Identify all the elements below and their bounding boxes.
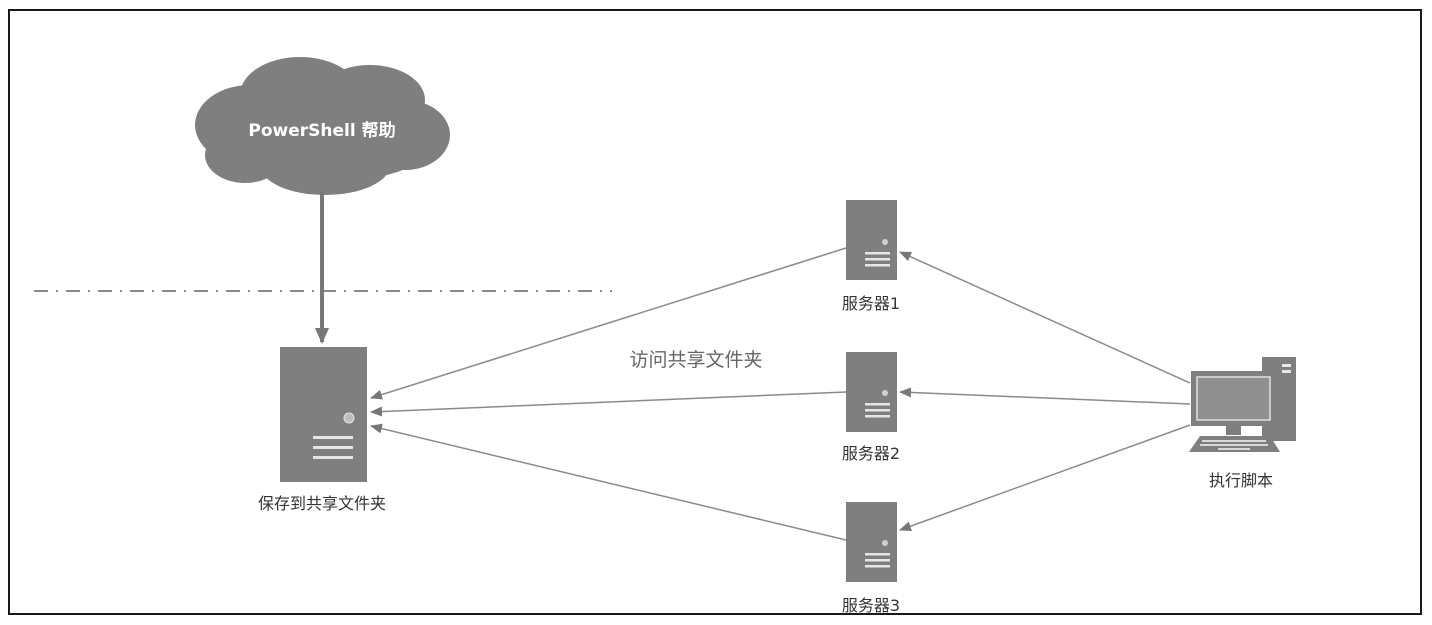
server-2-label: 服务器2 (841, 444, 901, 463)
server-2-icon (846, 352, 897, 432)
edge-label-access-share: 访问共享文件夹 (629, 349, 763, 371)
desktop-computer-icon (1189, 357, 1296, 452)
edge-server1-to-share (370, 247, 847, 400)
edge-workstation-to-server1 (899, 251, 1191, 384)
cloud-label: PowerShell 帮助 (248, 121, 396, 141)
share-server-icon (280, 347, 367, 482)
edge-workstation-to-server3 (899, 424, 1191, 531)
edge-server2-to-share (370, 391, 847, 417)
cloud-icon (195, 57, 450, 195)
share-server-label: 保存到共享文件夹 (257, 494, 387, 513)
workstation-label: 执行脚本 (1208, 471, 1274, 490)
server-3-icon (846, 502, 897, 582)
server-3-label: 服务器3 (841, 596, 901, 615)
server-1-icon (846, 200, 897, 280)
edge-server3-to-share (370, 423, 847, 541)
edge-workstation-to-server2 (899, 387, 1191, 405)
server-1-label: 服务器1 (841, 294, 901, 313)
